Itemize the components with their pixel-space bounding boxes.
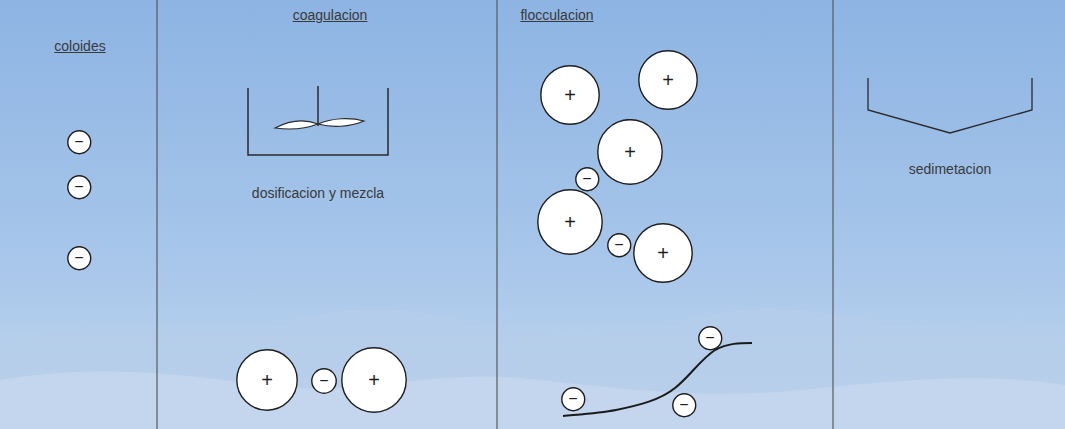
particle-circle: + xyxy=(597,119,663,185)
particle-circle: + xyxy=(341,347,407,413)
ion-circle: − xyxy=(575,167,600,192)
stage-heading: flocculacion xyxy=(520,7,593,24)
particle-circle: + xyxy=(633,223,693,283)
particle-circle: + xyxy=(540,65,600,125)
charge-sign: + xyxy=(261,370,273,390)
charge-sign: + xyxy=(662,70,674,90)
mountain-haze xyxy=(0,308,1065,429)
stage-heading: coloides xyxy=(54,38,105,55)
settling-tank xyxy=(868,78,1032,133)
polymer-chain xyxy=(563,343,752,416)
charge-sign: + xyxy=(564,85,576,105)
charge-sign: − xyxy=(582,171,591,187)
charge-sign: − xyxy=(705,330,714,346)
charge-sign: − xyxy=(614,237,623,253)
ion-circle: − xyxy=(67,175,92,200)
particle-circle: + xyxy=(236,349,298,411)
ion-circle: − xyxy=(607,233,632,258)
charge-sign: − xyxy=(319,373,328,389)
ion-circle: − xyxy=(67,246,92,271)
charge-sign: − xyxy=(74,134,83,150)
mixing-tank xyxy=(248,86,388,155)
ion-circle: − xyxy=(672,393,697,418)
ion-circle: − xyxy=(311,368,337,394)
ion-circle: − xyxy=(698,326,723,351)
charge-sign: − xyxy=(74,250,83,266)
mixer-blades xyxy=(275,119,364,129)
charge-sign: + xyxy=(564,212,576,232)
stage-caption: sedimetacion xyxy=(909,161,992,178)
charge-sign: − xyxy=(568,391,577,407)
stage-caption: dosificacion y mezcla xyxy=(252,185,384,202)
charge-sign: + xyxy=(624,142,636,162)
panel-dividers xyxy=(157,0,833,429)
charge-sign: + xyxy=(368,370,380,390)
charge-sign: + xyxy=(657,243,669,263)
charge-sign: − xyxy=(74,179,83,195)
mountain-haze xyxy=(0,372,1065,429)
ion-circle: − xyxy=(561,387,586,412)
ion-circle: − xyxy=(67,130,92,155)
charge-sign: − xyxy=(679,397,688,413)
particle-circle: + xyxy=(537,189,603,255)
particle-circle: + xyxy=(638,50,698,110)
stage-heading: coagulacion xyxy=(293,7,368,24)
